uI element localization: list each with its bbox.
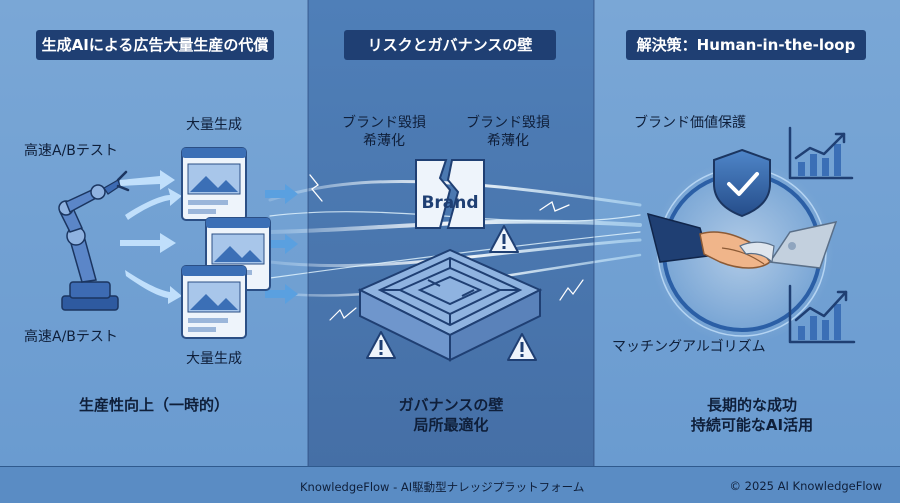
label-brand-protect: ブランド価値保護 bbox=[634, 115, 746, 131]
panel-middle bbox=[308, 0, 594, 466]
maze-icon bbox=[357, 248, 543, 362]
right-outcome-1: 長期的な成功 bbox=[706, 396, 798, 414]
handshake-icon bbox=[646, 212, 838, 269]
footer-brand: KnowledgeFlow - AI駆動型ナレッジプラットフォーム bbox=[300, 480, 585, 494]
robot-arm-icon bbox=[58, 170, 130, 311]
broken-brand-icon bbox=[415, 159, 485, 229]
header-left: 生成AIによる広告大量生産の代償 bbox=[36, 30, 274, 60]
label-damage-right-1: ブランド毀損 bbox=[466, 115, 550, 131]
growth-chart-icon bbox=[788, 126, 856, 344]
middle-outcome-2: 局所最適化 bbox=[413, 416, 489, 434]
middle-outcome-1: ガバナンスの壁 bbox=[398, 396, 504, 414]
header-right: 解決策：Human-in-the-loop bbox=[626, 30, 866, 60]
divider-left bbox=[307, 0, 309, 466]
header-middle: リスクとガバナンスの壁 bbox=[344, 30, 556, 60]
brand-text: Brand bbox=[421, 193, 478, 213]
label-mass-top: 大量生成 bbox=[186, 117, 242, 133]
label-mass-bottom: 大量生成 bbox=[186, 351, 242, 367]
label-ab-test-top: 高速A/Bテスト bbox=[24, 143, 118, 159]
diagram-graphics: Brand bbox=[58, 126, 856, 362]
flow-arrows bbox=[120, 170, 298, 304]
label-damage-right-2: 希薄化 bbox=[487, 133, 529, 149]
label-damage-left-2: 希薄化 bbox=[363, 133, 405, 149]
label-damage-left-1: ブランド毀損 bbox=[342, 115, 426, 131]
label-matching-algorithm: マッチングアルゴリズム bbox=[612, 339, 766, 355]
warning-icon bbox=[366, 225, 537, 361]
ad-card-icon bbox=[181, 147, 271, 339]
left-outcome: 生産性向上（一時的） bbox=[78, 396, 230, 414]
footer: KnowledgeFlow - AI駆動型ナレッジプラットフォーム © 2025… bbox=[0, 466, 900, 503]
label-ab-test-bottom: 高速A/Bテスト bbox=[24, 329, 118, 345]
shield-check-icon bbox=[713, 148, 771, 218]
footer-copyright: © 2025 AI KnowledgeFlow bbox=[729, 479, 882, 493]
right-outcome-2: 持続可能なAI活用 bbox=[690, 416, 814, 434]
divider-right bbox=[593, 0, 595, 466]
